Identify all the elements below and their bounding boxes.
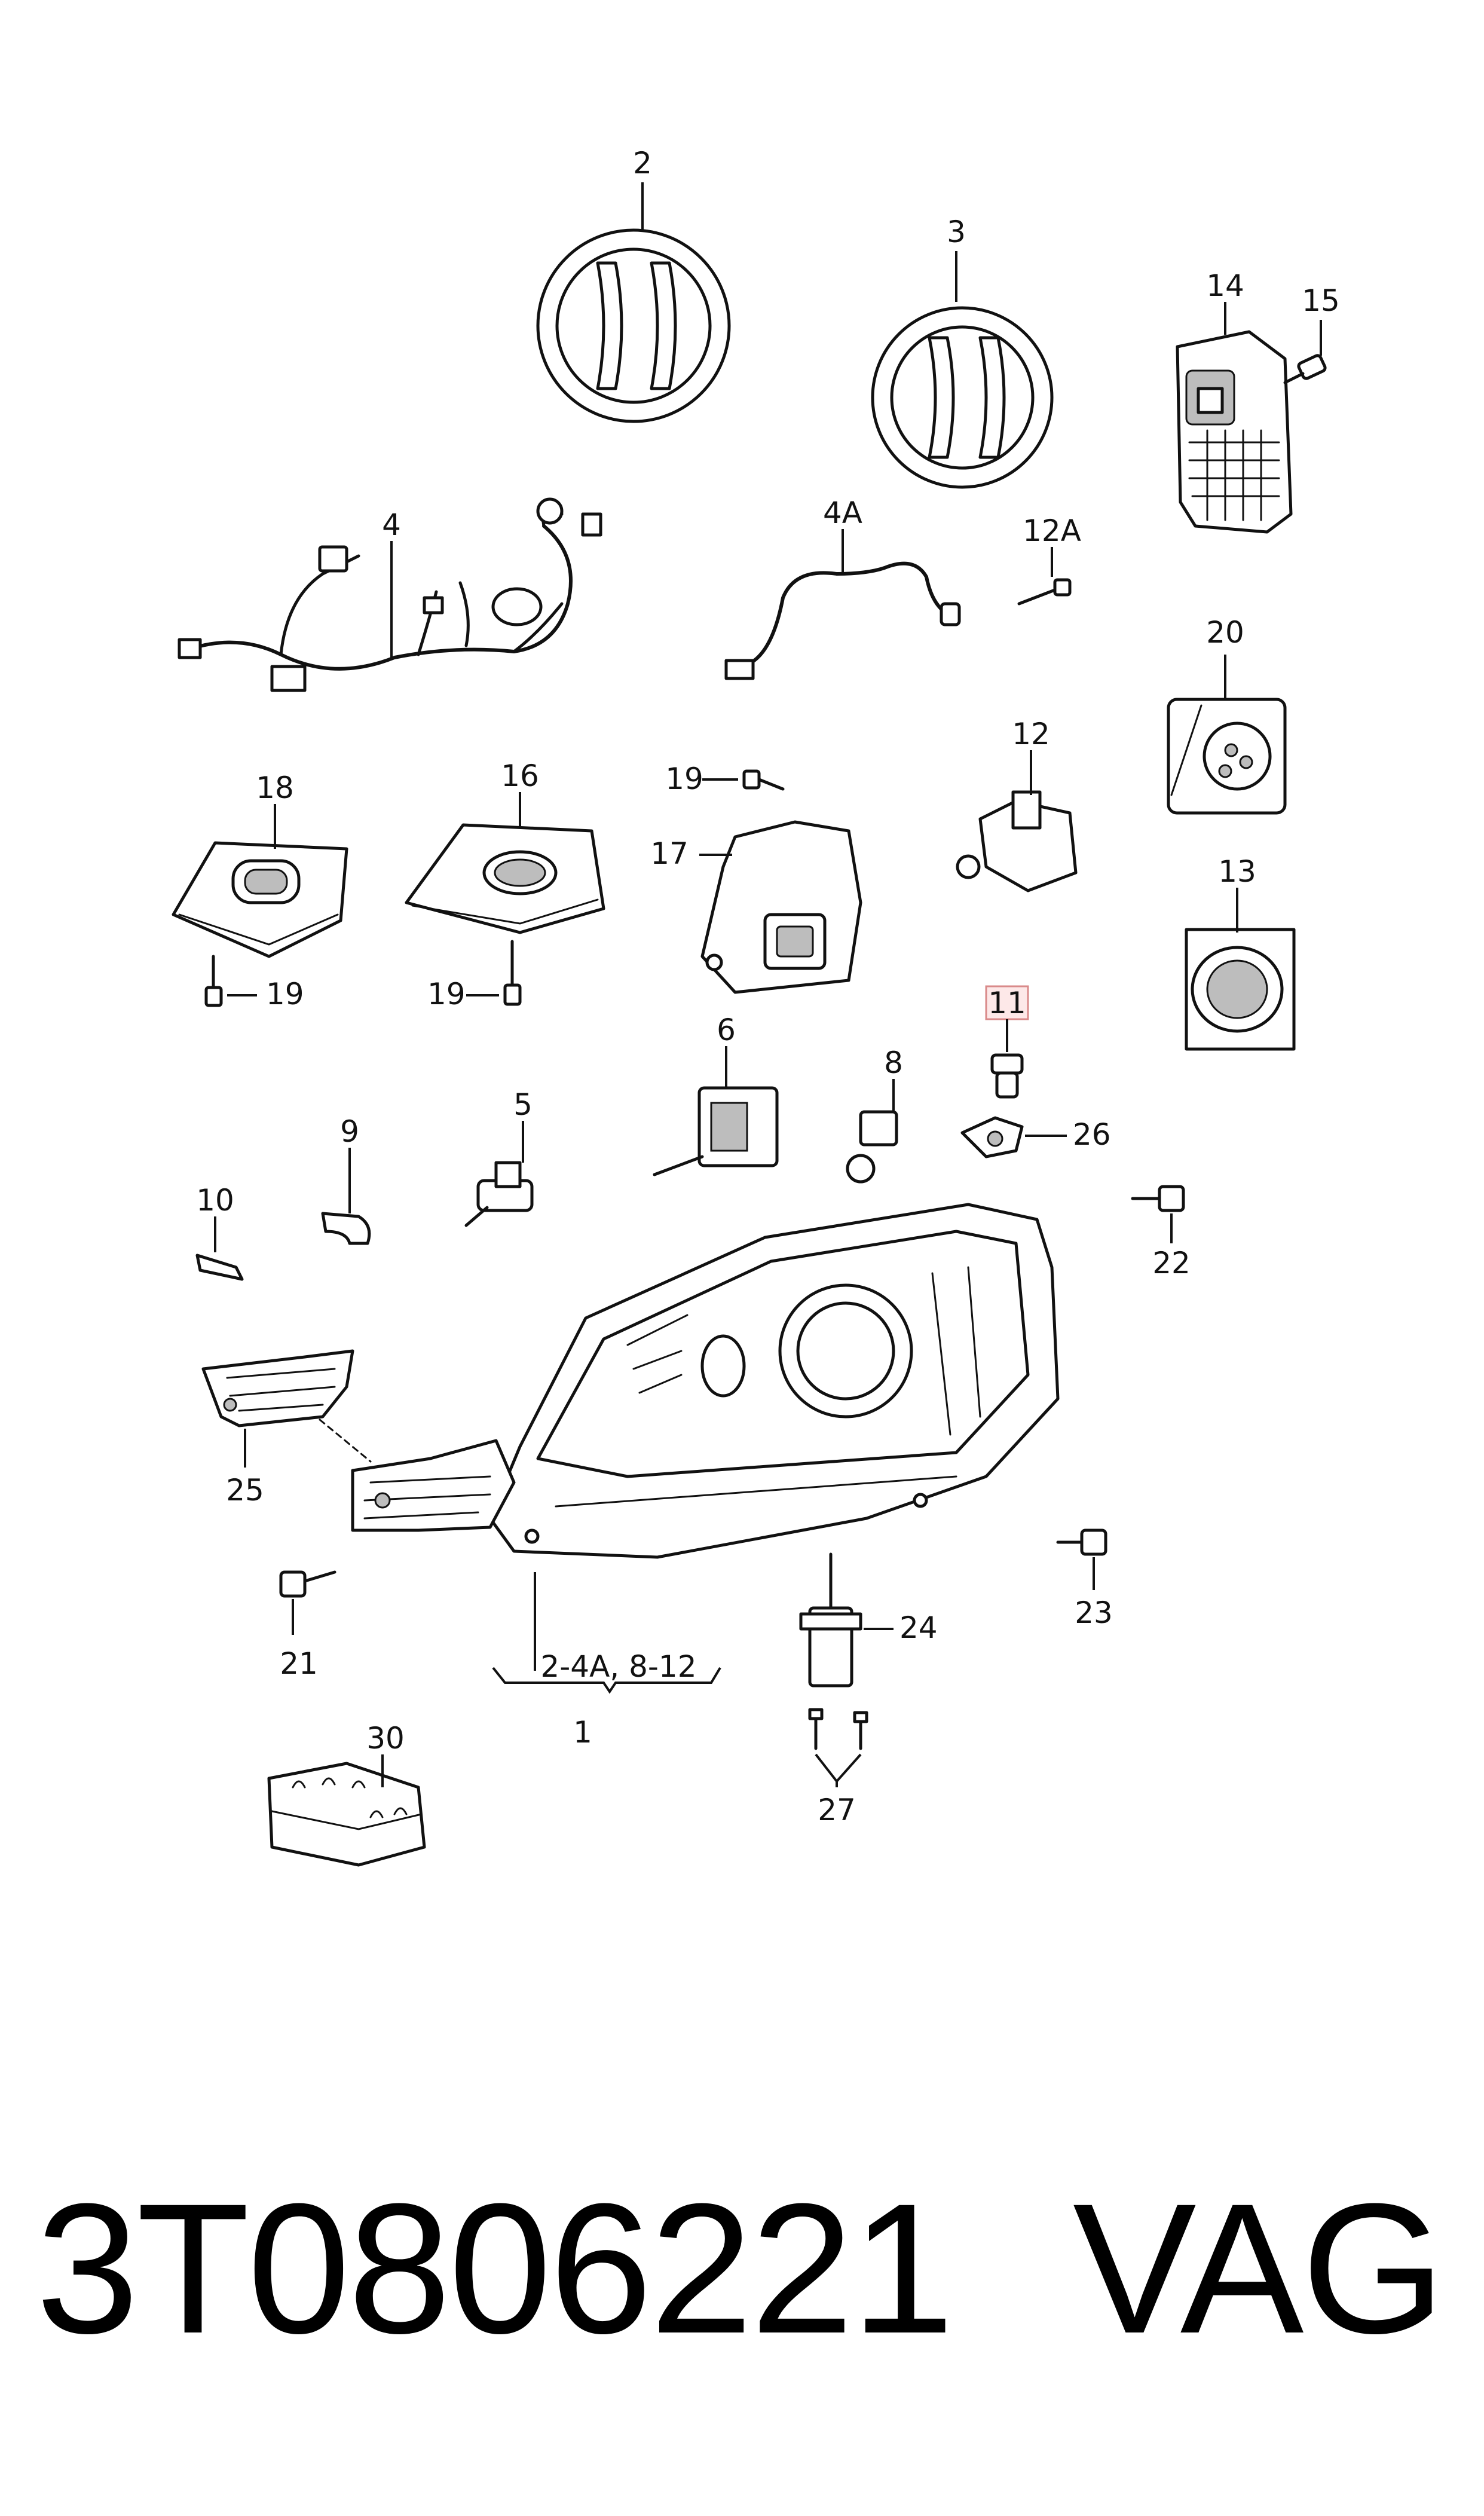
callout-24: 24 — [899, 1610, 938, 1645]
callout-27: 27 — [818, 1793, 856, 1827]
screw-22 — [1131, 1185, 1185, 1212]
callout-11: 11 — [988, 986, 1026, 1020]
callout-26: 26 — [1073, 1117, 1111, 1152]
screw-19-c — [742, 769, 785, 791]
callout-14: 14 — [1206, 268, 1244, 303]
callout-8: 8 — [884, 1045, 903, 1080]
screw-23 — [1056, 1528, 1107, 1556]
callout-2: 2 — [633, 146, 652, 181]
callout-22: 22 — [1152, 1246, 1191, 1280]
adjuster-11 — [990, 1053, 1024, 1099]
callout-18: 18 — [256, 771, 294, 805]
bracket-26 — [960, 1116, 1024, 1158]
harness-4a — [724, 561, 961, 680]
callout-4: 4 — [382, 508, 401, 542]
callout-12: 12 — [1012, 717, 1050, 751]
bulb-5 — [464, 1161, 534, 1227]
screw-15 — [1283, 354, 1327, 384]
callout-21: 21 — [280, 1646, 318, 1681]
led-module-14 — [1176, 330, 1293, 534]
control-unit-18 — [172, 841, 348, 958]
screw-21 — [279, 1570, 336, 1598]
callout-23: 23 — [1075, 1595, 1113, 1630]
bracket-17 — [700, 820, 862, 994]
callout-6: 6 — [717, 1013, 736, 1047]
callout-17: 17 — [650, 836, 689, 871]
cover-cap-3 — [871, 306, 1054, 489]
callout-19a: 19 — [266, 977, 304, 1011]
callout-16: 16 — [501, 759, 539, 793]
callout-12a: 12A — [1023, 513, 1081, 548]
clip-10 — [195, 1254, 244, 1281]
callout-5: 5 — [513, 1087, 533, 1122]
screw-19-b — [503, 940, 522, 1006]
part-number: 3T0806221 — [36, 2165, 954, 2372]
callout-19c: 19 — [665, 762, 703, 796]
screws-27 — [808, 1708, 868, 1750]
cover-cap-2 — [536, 228, 731, 423]
callout-20: 20 — [1206, 615, 1244, 650]
bulb-6 — [653, 1086, 779, 1176]
seal-13 — [1185, 928, 1296, 1051]
callout-4a: 4A — [823, 496, 862, 530]
repair-kit-30 — [267, 1762, 426, 1867]
gasket-20 — [1167, 698, 1287, 815]
callout-10: 10 — [196, 1183, 234, 1218]
callout-15: 15 — [1302, 283, 1340, 318]
callout-25: 25 — [226, 1473, 264, 1508]
callout-3: 3 — [947, 215, 966, 249]
callout-9: 9 — [340, 1114, 359, 1149]
screw-12a — [1017, 578, 1072, 606]
grille-25 — [201, 1349, 354, 1427]
bulb-8 — [846, 1110, 898, 1184]
headlight-assembly-1 — [351, 1203, 1060, 1559]
screw-19-a — [204, 955, 223, 1007]
lamp-holder-12 — [956, 790, 1078, 892]
callout-13: 13 — [1218, 854, 1256, 889]
callout-1-range: 2-4A, 8-12 — [540, 1649, 696, 1684]
control-unit-16 — [405, 823, 605, 934]
brand-name: VAG — [1073, 2165, 1446, 2372]
grommet-9 — [321, 1212, 371, 1245]
wiring-harness-4 — [178, 497, 602, 692]
callout-19b: 19 — [427, 977, 466, 1011]
callout-30: 30 — [366, 1721, 405, 1756]
bracket-24 — [799, 1552, 862, 1687]
callout-1: 1 — [573, 1715, 592, 1750]
